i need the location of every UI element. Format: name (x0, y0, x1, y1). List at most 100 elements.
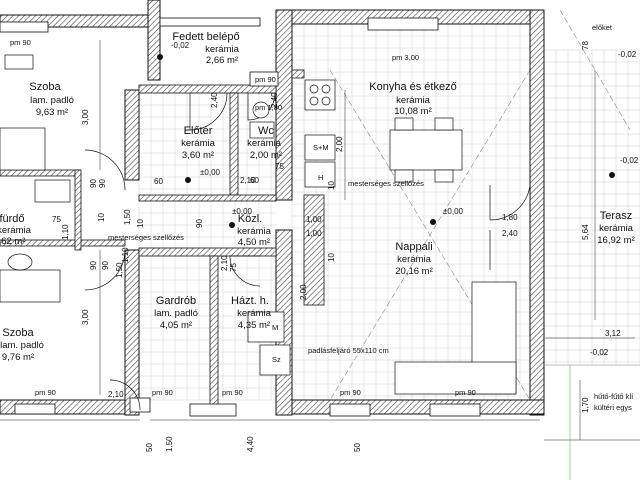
note-huto2: kültéri egys (594, 403, 632, 412)
room-area-eloter: 3,60 m² (182, 150, 214, 161)
dim-17: 2,10 (240, 176, 256, 185)
room-floor-eloter: kerámia (181, 138, 216, 149)
note-szell2: mesterséges szellőzés (348, 179, 424, 188)
dim-36: 10 (136, 219, 145, 228)
furniture (0, 54, 517, 395)
dim-31: 1,50 (165, 436, 174, 452)
note-eloket: előket (592, 23, 613, 32)
dim-2: 3,00 (81, 309, 90, 325)
room-name-szoba1: Szoba (29, 81, 61, 93)
room-floor-terasz: kerámia (599, 223, 634, 234)
level-k-e: -0,02 (618, 50, 637, 59)
note-h: H (318, 173, 323, 182)
slab-diagonals (329, 9, 631, 401)
dim-25: 1,50 (123, 209, 132, 225)
room-name-wc: Wc (258, 125, 274, 137)
note-pm180: pm 1,80 (255, 103, 282, 112)
dim-3: 2,40 (210, 92, 219, 108)
dim-21: 1,00 (306, 229, 322, 238)
room-floor-konyha: kerámia (396, 95, 431, 106)
room-floor-hazt: kerámia (237, 308, 272, 319)
room-name-furdo: fürdő (0, 213, 25, 225)
dim-39: 90 (195, 219, 204, 228)
note-pm90-b: pm 90 (222, 388, 243, 397)
room-floor-gardrob: lam. padló (154, 308, 198, 319)
dim-8: 3,12 (605, 329, 621, 338)
room-area-fedett: 2,66 m² (206, 55, 238, 66)
dim-19: 2,10 (108, 390, 124, 399)
level-k-b: ±0,00 (443, 207, 464, 216)
room-name-szoba2: Szoba (2, 327, 34, 339)
interior-walls (0, 69, 325, 412)
dim-30: 50 (353, 443, 362, 452)
room-name-eloter: Előtér (184, 125, 213, 137)
doors (84, 92, 531, 411)
note-pm90-f: pm 90 (10, 38, 31, 47)
level-k-d: -0,02 (620, 156, 639, 165)
dim-24: 1,50 (115, 262, 124, 278)
dim-28: 90 (101, 261, 110, 270)
note-pm90-d: pm 90 (455, 388, 476, 397)
room-floor-fedett: kerámia (205, 44, 240, 55)
dim-27: 1,10 (121, 247, 130, 263)
dim-6: 2,40 (502, 229, 518, 238)
dim-32: 4,40 (246, 436, 255, 452)
room-name-fedett: Fedett belépő (172, 31, 239, 43)
level-fedett: -0,02 (171, 41, 190, 50)
note-pm90-a: pm 90 (152, 388, 173, 397)
dim-7: 5,64 (581, 224, 590, 240)
level-k-f: -0,02 (590, 348, 609, 357)
note-szell1: mesterséges szellőzés (108, 233, 184, 242)
room-area-hazt: 4,35 m² (238, 320, 270, 331)
windows (0, 17, 481, 417)
room-floor-kozl: kerámia (237, 226, 272, 237)
note-pm90-e: pm 90 (35, 388, 56, 397)
room-name-nappali: Nappali (395, 241, 432, 253)
dim-20: 1,00 (306, 215, 322, 224)
dim-33: 10 (327, 253, 336, 262)
dim-35: 10 (327, 181, 336, 190)
note-m: M (272, 323, 278, 332)
note-padlas: padlásfeljáró 55x110 cm (308, 346, 389, 355)
dim-14: 60 (154, 177, 163, 186)
dim-34: 10 (97, 213, 106, 222)
dim-12: 75 (275, 162, 284, 171)
dim-26: 1,10 (61, 224, 70, 240)
room-floor-nappali: kerámia (397, 254, 432, 265)
dim-5: 1,80 (502, 213, 518, 222)
dim-1: 3,00 (81, 109, 90, 125)
note-huto1: hűtő-fűtő klí (594, 392, 634, 401)
room-floor-szoba1: lam. padló (30, 95, 74, 106)
room-floor-furdo: kerámia (0, 225, 32, 236)
level-k-a: ±0,00 (200, 168, 221, 177)
level-markers (157, 54, 615, 228)
room-name-hazt: Házt. h. (231, 295, 269, 307)
room-area-terasz: 16,92 m² (597, 235, 635, 246)
note-sm: S+M (313, 143, 329, 152)
room-floor-szoba2: lam. padló (0, 340, 44, 351)
room-area-wc: 2,00 m² (250, 150, 282, 161)
room-name-gardrob: Gardrób (156, 295, 196, 307)
dim-13: 75 (229, 263, 238, 272)
room-area-nappali: 20,16 m² (395, 266, 433, 277)
dim-15: 60 (250, 176, 259, 185)
dim-10: 78 (581, 41, 590, 50)
room-name-konyha: Konyha és étkező (369, 81, 456, 93)
dimension-lines (0, 40, 640, 480)
dim-16: 90 (89, 179, 98, 188)
dim-22: 2,00 (335, 136, 344, 152)
dim-23: 2,00 (299, 284, 308, 300)
dim-37: 90 (89, 261, 98, 270)
room-area-gardrob: 4,05 m² (160, 320, 192, 331)
dim-4: 2,40 (270, 92, 279, 108)
note-pm90-g: pm 90 (255, 75, 276, 84)
note-sz: Sz (272, 355, 281, 364)
room-area-szoba2: 9,76 m² (2, 352, 34, 363)
room-area-szoba1: 9,63 m² (36, 107, 68, 118)
exterior-walls (0, 0, 545, 416)
room-area-kozl: 4,50 m² (238, 237, 270, 248)
dim-11: 75 (52, 215, 61, 224)
dim-18: 2,10 (220, 255, 229, 271)
note-pm300: pm 3,00 (392, 53, 419, 62)
